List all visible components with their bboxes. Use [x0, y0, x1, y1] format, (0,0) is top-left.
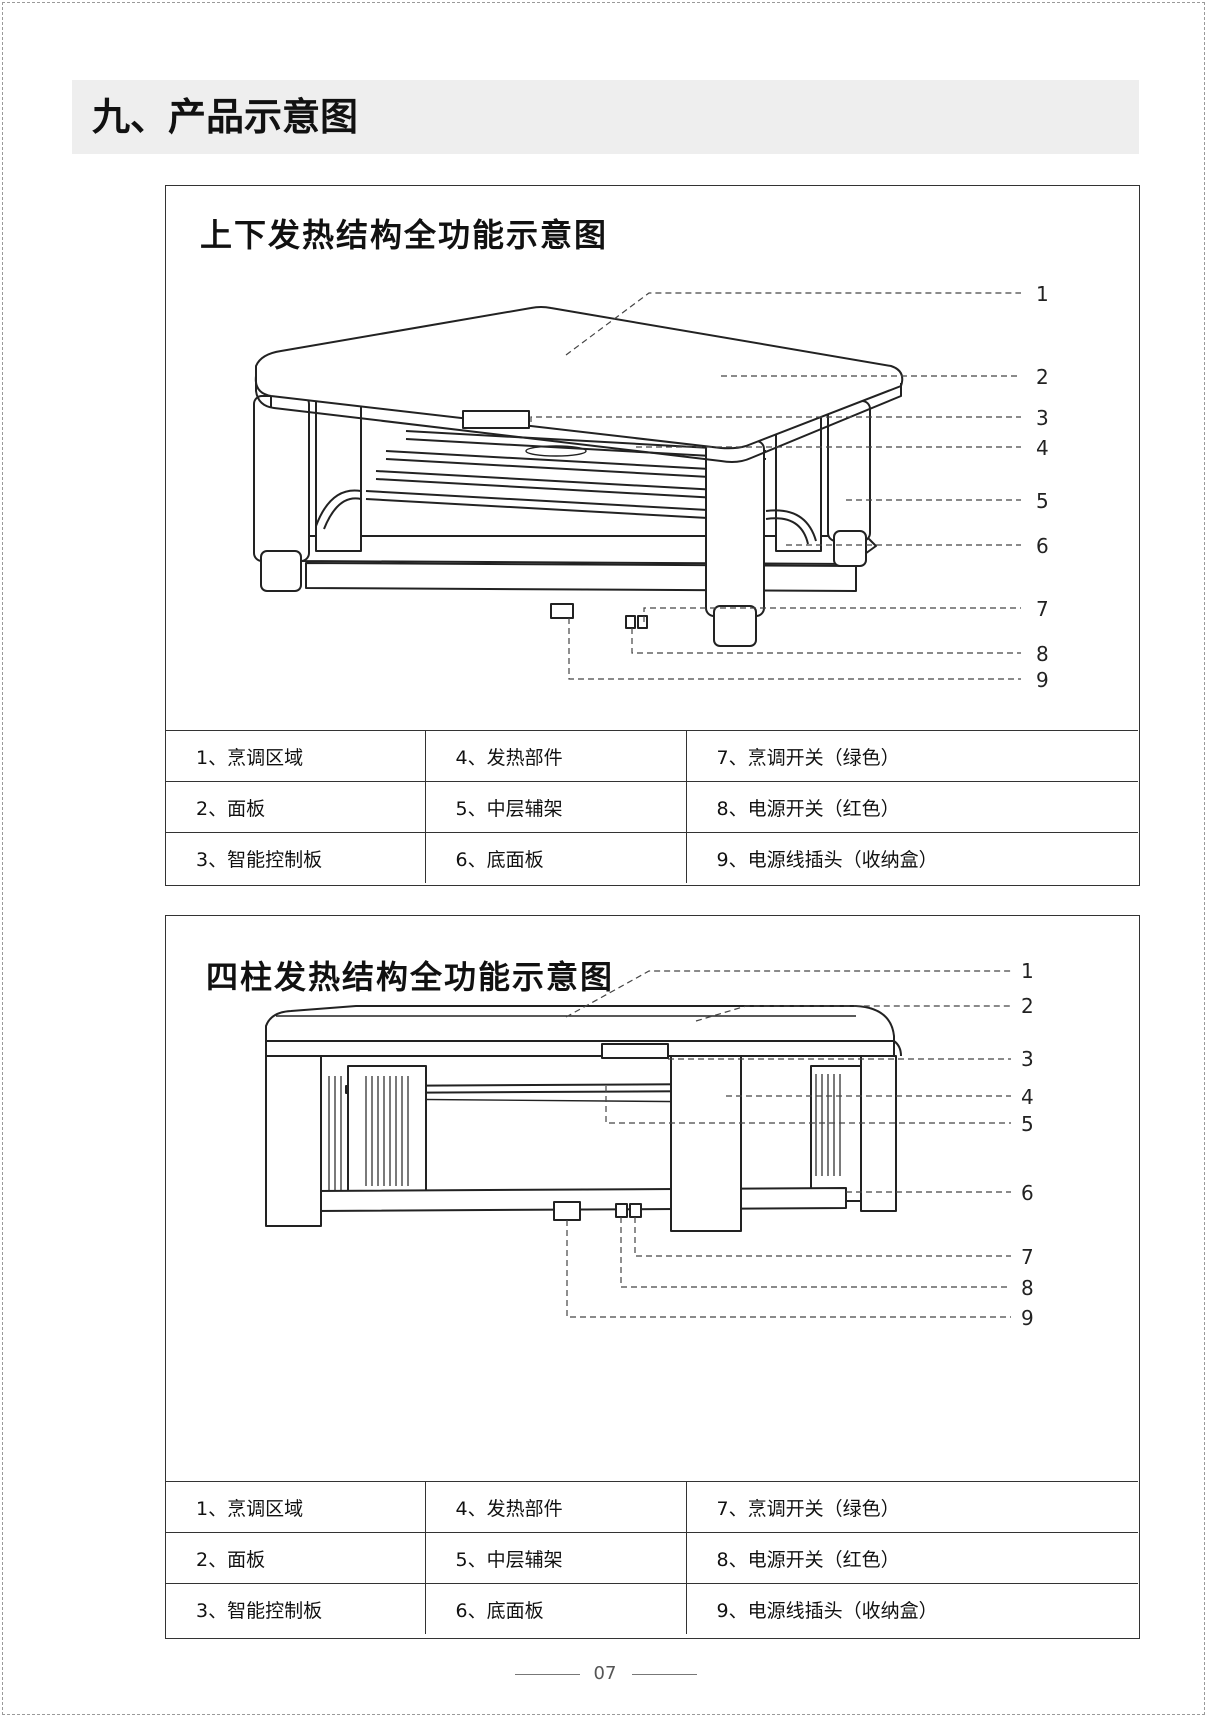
- part-cell: 5、中层辅架: [425, 1532, 687, 1584]
- table-top-shape: [254, 306, 904, 450]
- part-cell: 1、烹调区域: [166, 730, 426, 782]
- callout-numbers-1: 1 2 3 4 5 6 7 8 9: [1036, 282, 1049, 692]
- diagram-panel-four-pillar-heating: 四柱发热结构全功能示意图: [165, 915, 1140, 1639]
- panel-title: 四柱发热结构全功能示意图: [206, 958, 615, 996]
- table-row: 1、烹调区域 4、发热部件 7、烹调开关（绿色）: [166, 730, 1138, 782]
- callout-leaders-2: [565, 970, 1011, 1318]
- callout-2: 2: [1036, 365, 1049, 389]
- callout-1: 1: [1021, 959, 1034, 983]
- table-illustration-2: [265, 1005, 902, 1232]
- parts-table-2: 1、烹调区域 4、发热部件 7、烹调开关（绿色） 2、面板 5、中层辅架 8、电…: [166, 1481, 1138, 1634]
- callout-4: 4: [1036, 436, 1049, 460]
- heating-fins: [328, 1074, 841, 1191]
- parts-table-1: 1、烹调区域 4、发热部件 7、烹调开关（绿色） 2、面板 5、中层辅架 8、电…: [166, 730, 1138, 883]
- footer-rule-right: [632, 1674, 697, 1675]
- part-cell: 1、烹调区域: [166, 1481, 426, 1533]
- part-cell: 2、面板: [166, 781, 426, 833]
- diagram-panel-top-bottom-heating: 上下发热结构全功能示意图: [165, 185, 1140, 886]
- callout-9: 9: [1021, 1306, 1034, 1330]
- callout-7: 7: [1021, 1245, 1034, 1269]
- page-number: 07: [593, 1663, 617, 1684]
- callout-3: 3: [1036, 406, 1049, 430]
- callout-5: 5: [1036, 489, 1049, 513]
- table-row: 2、面板 5、中层辅架 8、电源开关（红色）: [166, 1532, 1138, 1584]
- table-illustration-1: [253, 306, 904, 647]
- table-row: 1、烹调区域 4、发热部件 7、烹调开关（绿色）: [166, 1481, 1138, 1533]
- part-cell: 7、烹调开关（绿色）: [686, 1481, 1138, 1533]
- table-row: 2、面板 5、中层辅架 8、电源开关（红色）: [166, 781, 1138, 833]
- part-cell: 7、烹调开关（绿色）: [686, 730, 1138, 782]
- part-cell: 6、底面板: [425, 832, 687, 883]
- callout-numbers-2: 1 2 3 4 5 6 7 8 9: [1021, 959, 1034, 1330]
- page-footer: 07: [0, 1662, 1211, 1686]
- callout-6: 6: [1036, 534, 1049, 558]
- table-row: 3、智能控制板 6、底面板 9、电源线插头（收纳盒）: [166, 832, 1138, 883]
- table-diagram-2: 1 2 3 4 5 6 7 8 9: [265, 959, 1034, 1330]
- part-cell: 5、中层辅架: [425, 781, 687, 833]
- callout-3: 3: [1021, 1047, 1034, 1071]
- part-cell: 8、电源开关（红色）: [686, 1532, 1138, 1584]
- part-cell: 6、底面板: [425, 1583, 687, 1634]
- callout-4: 4: [1021, 1085, 1034, 1109]
- callout-8: 8: [1021, 1276, 1034, 1300]
- part-cell: 9、电源线插头（收纳盒）: [686, 1583, 1138, 1634]
- callout-5: 5: [1021, 1112, 1034, 1136]
- table-diagram-1: 1 2 3 4 5 6 7 8 9: [253, 282, 1049, 692]
- section-title: 九、产品示意图: [92, 94, 359, 139]
- part-cell: 3、智能控制板: [166, 1583, 426, 1634]
- table-row: 3、智能控制板 6、底面板 9、电源线插头（收纳盒）: [166, 1583, 1138, 1634]
- callout-1: 1: [1036, 282, 1049, 306]
- part-cell: 2、面板: [166, 1532, 426, 1584]
- callout-9: 9: [1036, 668, 1049, 692]
- callout-8: 8: [1036, 642, 1049, 666]
- part-cell: 4、发热部件: [425, 1481, 687, 1533]
- callout-2: 2: [1021, 994, 1034, 1018]
- table-top-shape: [265, 1005, 895, 1042]
- section-header: 九、产品示意图: [72, 80, 1139, 154]
- callout-6: 6: [1021, 1181, 1034, 1205]
- part-cell: 8、电源开关（红色）: [686, 781, 1138, 833]
- footer-rule-left: [515, 1674, 580, 1675]
- part-cell: 9、电源线插头（收纳盒）: [686, 832, 1138, 883]
- panel-title: 上下发热结构全功能示意图: [200, 216, 609, 254]
- part-cell: 3、智能控制板: [166, 832, 426, 883]
- callout-7: 7: [1036, 597, 1049, 621]
- part-cell: 4、发热部件: [425, 730, 687, 782]
- callout-leaders-1: [530, 292, 1021, 680]
